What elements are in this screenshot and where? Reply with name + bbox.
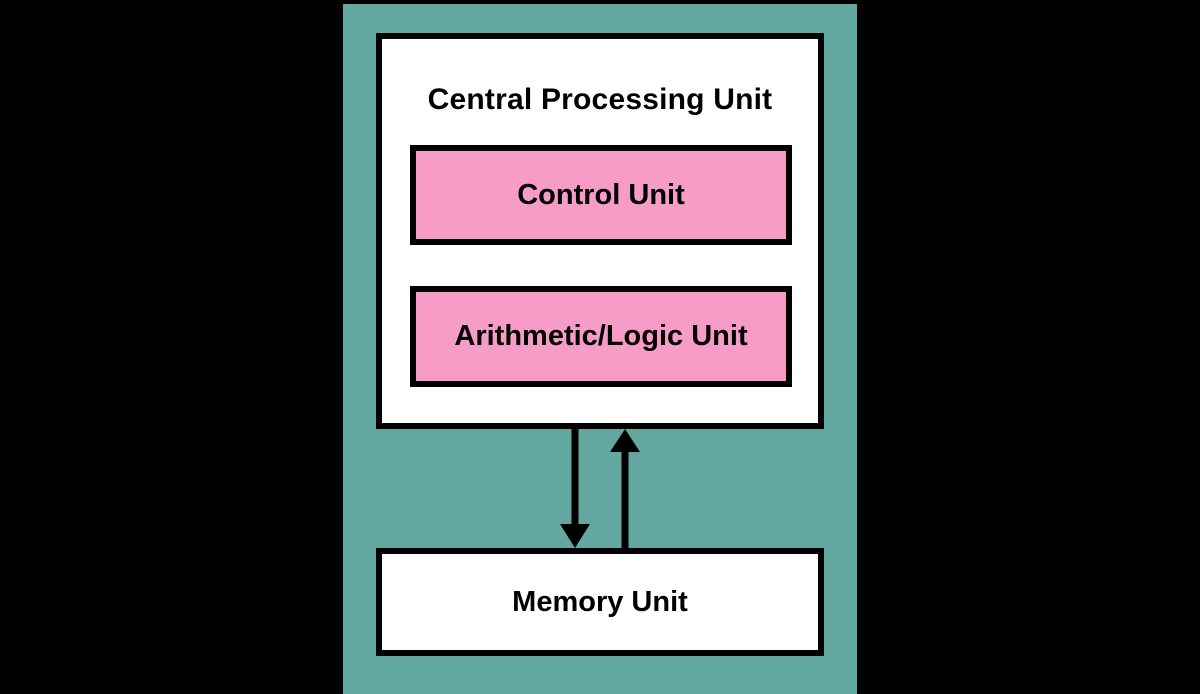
- control-unit-label: Control Unit: [517, 178, 685, 211]
- cpu-to-memory-arrow: [560, 424, 590, 548]
- memory-unit-label: Memory Unit: [512, 585, 688, 618]
- memory-unit-box: Memory Unit: [376, 548, 824, 656]
- cpu-title: Central Processing Unit: [427, 83, 773, 116]
- memory-to-cpu-arrow: [610, 429, 640, 552]
- control-unit-box: Control Unit: [410, 145, 792, 245]
- arithmetic-logic-unit-box: Arithmetic/Logic Unit: [410, 286, 792, 387]
- connector-arrows: [560, 424, 640, 552]
- arithmetic-logic-unit-label: Arithmetic/Logic Unit: [454, 320, 748, 352]
